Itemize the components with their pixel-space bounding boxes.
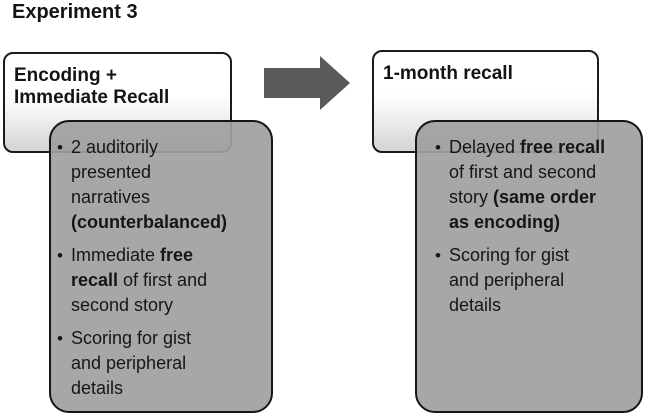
bullet-text: Immediate free recall of first and secon… — [71, 245, 208, 315]
bullet-text: Delayed free recall of first and second … — [449, 137, 606, 232]
stage1-header-label: Encoding + Immediate Recall — [14, 65, 170, 108]
bullet-item: • Scoring for gist and peripheral details — [57, 326, 267, 401]
stage2-details-box: • Delayed free recall of first and second… — [415, 120, 643, 413]
bullet-item: • Delayed free recall of first and second… — [435, 135, 637, 235]
bullet-dot-icon: • — [435, 246, 441, 265]
bullet-dot-icon: • — [435, 138, 441, 157]
bullet-item: • Scoring for gist and peripheral details — [435, 243, 637, 318]
bullet-item: • 2 auditorily presented narratives (coun… — [57, 135, 267, 235]
bullet-text: Scoring for gist and peripheral details — [71, 328, 192, 398]
stage1-bullet-list: • 2 auditorily presented narratives (coun… — [51, 122, 271, 401]
right-arrow-icon — [264, 56, 350, 110]
bullet-item: • Immediate free recall of first and seco… — [57, 243, 267, 318]
bullet-text: 2 auditorily presented narratives (count… — [71, 137, 228, 232]
stage2-header-label: 1-month recall — [383, 63, 513, 84]
stage2-bullet-list: • Delayed free recall of first and second… — [417, 122, 641, 318]
bullet-dot-icon: • — [57, 138, 63, 157]
bullet-dot-icon: • — [57, 329, 63, 348]
stage1-details-box: • 2 auditorily presented narratives (coun… — [49, 120, 273, 413]
bullet-dot-icon: • — [57, 246, 63, 265]
bullet-text: Scoring for gist and peripheral details — [449, 245, 570, 315]
page-title: Experiment 3 — [12, 1, 138, 23]
